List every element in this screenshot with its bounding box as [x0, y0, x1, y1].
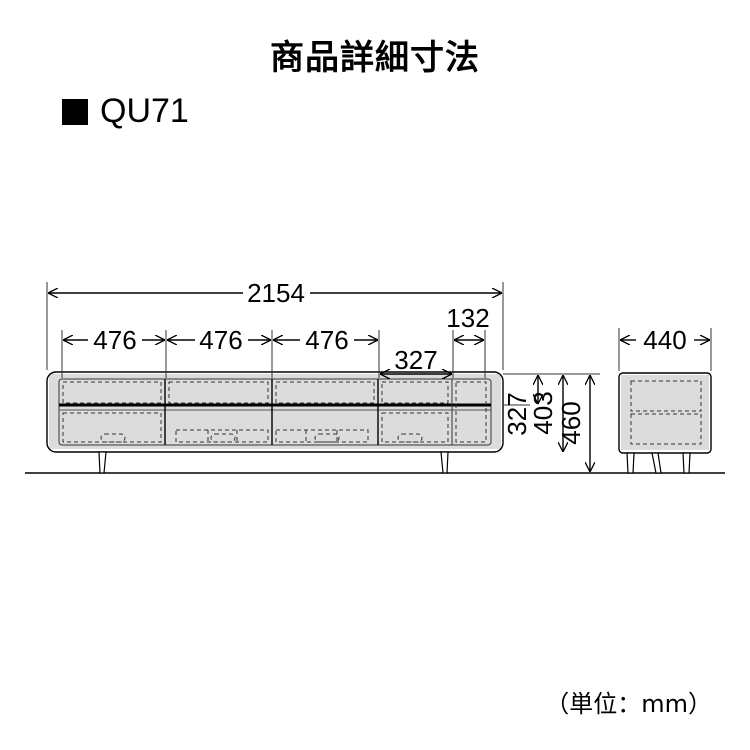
- leg: [651, 452, 662, 474]
- total-width-label: 2154: [247, 278, 305, 308]
- inner-width-label: 327: [394, 345, 437, 375]
- total-height-label: 460: [556, 401, 586, 444]
- square-bullet-icon: [62, 98, 88, 125]
- drawer-handle: [210, 433, 236, 443]
- leg: [626, 452, 635, 474]
- front-view: [46, 371, 504, 474]
- leg: [682, 452, 691, 474]
- opening-height-label: 327: [502, 392, 532, 435]
- page-title: 商品詳細寸法: [270, 38, 480, 78]
- model-label: QU71: [62, 92, 189, 131]
- side-view: [618, 372, 712, 474]
- leg: [440, 451, 449, 474]
- depth-label: 440: [643, 325, 686, 355]
- side-offset-label: 132: [446, 303, 489, 333]
- model-name: QU71: [100, 92, 189, 130]
- section-width-2-label: 476: [199, 325, 242, 355]
- section-width-1-label: 476: [93, 325, 136, 355]
- leg: [98, 451, 107, 474]
- drawer-handle: [314, 433, 340, 443]
- unit-note: （単位：mm）: [545, 690, 712, 718]
- section-width-3-label: 476: [305, 325, 348, 355]
- body-height-label: 403: [528, 391, 558, 434]
- drawer-handle: [100, 433, 126, 443]
- drawer-handle: [397, 433, 423, 443]
